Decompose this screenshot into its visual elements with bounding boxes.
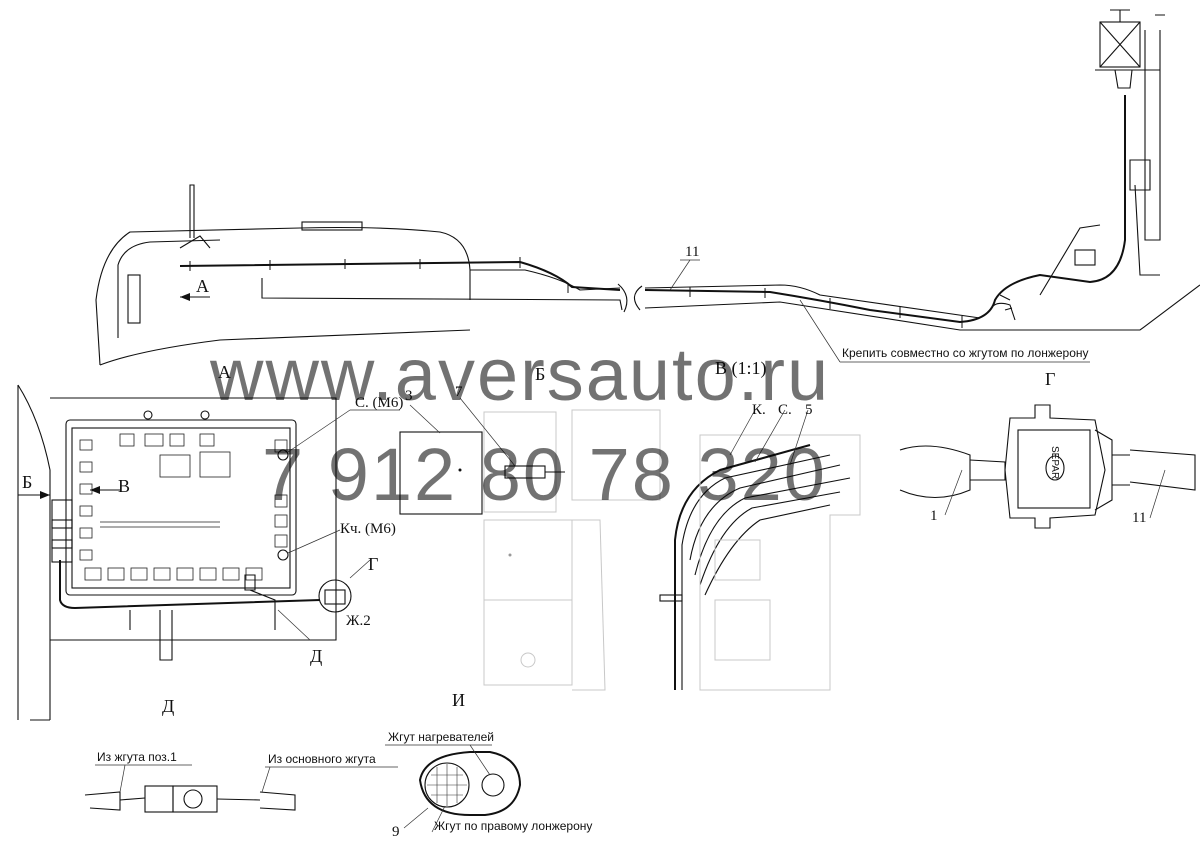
view-i-title: И <box>452 690 465 710</box>
view-b-detail <box>399 409 661 691</box>
pos-9-callout: 9 <box>392 824 400 840</box>
pos-11-connector-callout: 11 <box>1132 510 1146 526</box>
truck-side-view <box>95 9 1200 366</box>
view-a-title: А <box>218 362 231 382</box>
pos-5-callout: 5 <box>805 402 813 418</box>
heater-harness-label: Жгут нагревателей <box>388 730 494 744</box>
fuse-relay-blocks <box>79 433 288 581</box>
from-harness-pos1-label: Из жгута поз.1 <box>97 750 177 764</box>
detail-d-inline-fuse <box>84 785 296 813</box>
watermark-phone: 7 912 80 78 320 <box>262 433 827 516</box>
pos-3-callout: 3 <box>405 388 413 404</box>
kch-m6-callout: Кч. (М6) <box>340 521 396 537</box>
separ-brand-text: SEPAR <box>1049 446 1060 479</box>
pos-7-callout: 7 <box>455 384 463 400</box>
view-a-arrow-label: А <box>196 276 209 296</box>
note-fasten-with-longeron-harness: Крепить совместно со жгутом по лонжерону <box>842 346 1089 360</box>
pos-11-top-label: 11 <box>685 244 699 260</box>
zh2-callout: Ж.2 <box>346 613 371 629</box>
view-g-title: Г <box>1045 369 1055 389</box>
k-callout: К. <box>752 402 766 418</box>
detail-i-harness-section <box>418 751 522 816</box>
from-main-harness-label: Из основного жгута <box>268 752 376 766</box>
view-g-connector: SEPAR <box>899 404 1196 529</box>
watermark-site: www.aversauto.ru <box>209 333 830 416</box>
view-b-arrow-label: Б <box>22 472 32 492</box>
view-b-title: Б <box>535 364 545 384</box>
view-v-arrow-label: В <box>118 476 130 496</box>
right-longeron-harness-label: Жгут по правому лонжерону <box>434 819 592 833</box>
view-v-scale-title: В (1:1) <box>715 358 767 379</box>
view-d-title: Д <box>162 696 174 716</box>
view-a-electrical-panel <box>17 384 352 721</box>
view-v-detail <box>659 434 861 691</box>
s-callout: С. <box>778 402 792 418</box>
view-d-arrow-label: Д <box>310 646 322 666</box>
s-m6-callout: С. (М6) <box>355 395 403 411</box>
view-g-arrow-label: Г <box>368 554 378 574</box>
pos-1-callout: 1 <box>930 508 938 524</box>
